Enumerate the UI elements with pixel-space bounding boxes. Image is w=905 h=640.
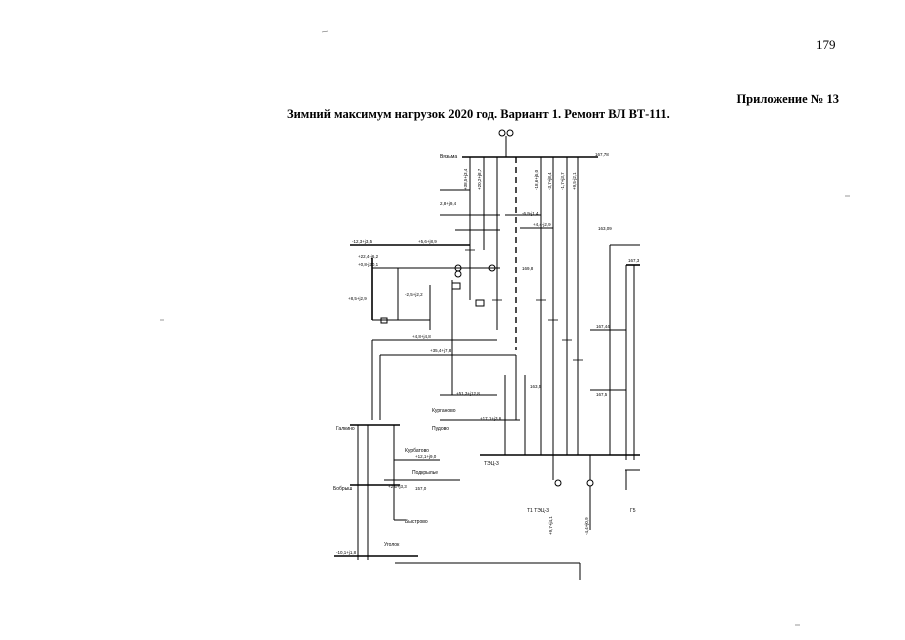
node-label-g5: Г5 (630, 508, 636, 514)
node-label-galkovo: Галкино (336, 426, 355, 432)
power-flow-reading: +4,8+j4,8 (412, 334, 431, 339)
scan-mark (321, 30, 329, 33)
voltage-reading: 167,78 (595, 152, 609, 157)
power-flow-reading: -6,9-j1,4 (522, 211, 539, 216)
node-label-pudovo: Пудово (432, 426, 449, 432)
transformer-icon (488, 264, 496, 272)
power-flow-reading: +5,6+j8,9 (418, 239, 437, 244)
power-flow-reading: -10,1+j1,8 (336, 550, 357, 555)
node-label-tpt1: Т1 ТЭЦ-3 (527, 508, 549, 514)
generator-icon (554, 479, 562, 487)
node-label-kurbatovo: Курбатово (405, 448, 429, 454)
power-flow-reading: +38,5+j3,4 (463, 168, 468, 190)
power-flow-reading: -12,3+j3,5 (352, 239, 373, 244)
node-label-podkryl: Подкрылье (412, 470, 438, 476)
node-label-kurganovo: Курганово (432, 408, 456, 414)
power-flow-reading: +22,4-j6,2 (358, 254, 379, 259)
power-flow-reading: -2,5+j2,2 (405, 292, 423, 297)
transformer-icon (454, 270, 462, 278)
power-flow-reading: +4,4-j2,9 (533, 222, 551, 227)
voltage-reading: 157,0 (415, 486, 427, 491)
voltage-reading: 169,8 (522, 266, 534, 271)
node-label-bobrovo: Бобрыш (333, 486, 352, 492)
power-flow-reading: +12,1+j9,0 (415, 454, 437, 459)
node-label-vystrovo: Быстрово (405, 519, 428, 525)
switch-icon (475, 299, 485, 307)
power-flow-reading: +20,2+j8,7 (477, 168, 482, 190)
power-flow-reading: -3,7+j8,4 (547, 172, 552, 190)
power-flow-reading: +0,8-j20,1 (358, 262, 379, 267)
power-flow-reading: 2,8+j9,4 (440, 201, 457, 206)
power-flow-reading: +8,5+j2,9 (348, 296, 367, 301)
generator-icon (498, 129, 506, 137)
page-title: Зимний максимум нагрузок 2020 год. Вариа… (287, 107, 670, 121)
power-flow-reading: +9,7+j4,1 (548, 516, 553, 535)
power-flow-reading: -4,4+j0,9 (584, 517, 589, 535)
power-flow-reading: +35,4+j7,8 (430, 348, 452, 353)
node-label-ts: ТЭЦ-3 (484, 461, 499, 467)
node-label-vyaz: Вязьма (440, 154, 457, 160)
generator-icon (506, 129, 514, 137)
power-flow-reading: +51,3+j12,8 (456, 391, 480, 396)
power-flow-reading: +2,5+j3,3 (388, 484, 407, 489)
power-flow-reading: +17,1+j3,6 (480, 416, 502, 421)
voltage-reading: 167,3 (628, 258, 640, 263)
node-label-ugolok: Уголок (384, 542, 400, 548)
page-number: 179 (816, 37, 836, 52)
power-flow-reading: -1,7+j3,7 (560, 172, 565, 190)
switch-icon (451, 282, 461, 290)
power-flow-reading: +9,5-j2,1 (572, 172, 577, 190)
appendix-label: Приложение № 13 (736, 92, 839, 106)
voltage-reading: 167,44 (596, 324, 610, 329)
voltage-reading: 167,5 (596, 392, 608, 397)
generator-icon (586, 479, 594, 487)
power-flow-reading: -18,6+j5,0 (534, 169, 539, 190)
voltage-reading: 163,09 (598, 226, 612, 231)
voltage-reading: 163,5 (530, 384, 542, 389)
